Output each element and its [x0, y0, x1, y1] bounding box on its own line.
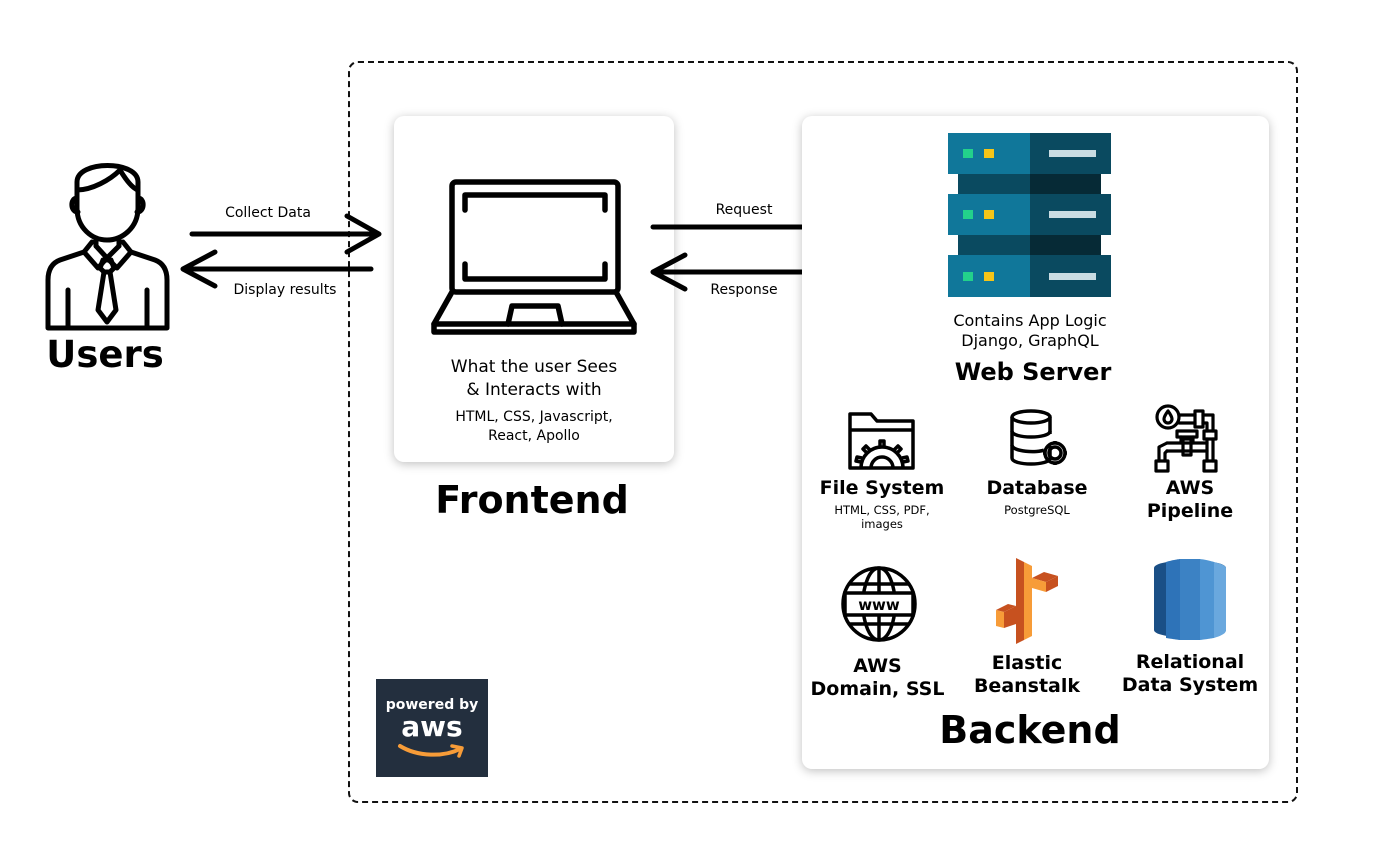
relational-db-title-line1: Relational — [1135, 651, 1245, 673]
frontend-description-line2: & Interacts with — [466, 380, 602, 400]
display-results-arrow — [180, 249, 374, 289]
aws-smile-icon — [398, 744, 464, 758]
rds-icon — [1154, 559, 1226, 640]
users-node — [40, 150, 175, 335]
frontend-tech-line1: HTML, CSS, Javascript, — [455, 409, 613, 425]
request-label: Request — [715, 202, 773, 218]
svg-text:www: www — [858, 596, 900, 614]
elastic-beanstalk-title-line1: Elastic — [991, 652, 1063, 674]
frontend-tech: HTML, CSS, Javascript, React, Apollo — [394, 408, 674, 446]
laptop-icon — [431, 179, 637, 335]
web-server-line1: Contains App Logic — [953, 311, 1107, 330]
file-system-sub-line2: images — [861, 517, 903, 531]
businessman-icon — [45, 163, 170, 331]
file-system-sub: HTML, CSS, PDF, images — [807, 503, 957, 531]
relational-db-title-line2: Data System — [1121, 674, 1259, 696]
frontend-card — [394, 116, 674, 462]
folder-gear-icon — [848, 412, 915, 470]
server-rack-icon — [948, 133, 1111, 297]
web-server-description: Contains App Logic Django, GraphQL — [900, 311, 1160, 351]
web-server-line2: Django, GraphQL — [961, 331, 1099, 350]
collect-data-arrow — [189, 213, 382, 255]
aws-badge-line2: aws — [401, 710, 463, 743]
frontend-description-line1: What the user Sees — [450, 357, 618, 377]
users-title: Users — [46, 333, 164, 376]
display-results-label: Display results — [233, 282, 337, 298]
system-boundary — [348, 61, 1298, 803]
www-globe-icon: www — [841, 566, 917, 642]
aws-pipeline-title-line2: Pipeline — [1146, 500, 1234, 522]
elastic-beanstalk-title-line2: Beanstalk — [973, 675, 1081, 697]
database-sub: PostgreSQL — [1004, 503, 1070, 517]
aws-badge: powered by aws — [376, 679, 488, 777]
database-gear-icon — [1010, 409, 1067, 466]
file-system-title: File System — [819, 477, 945, 499]
frontend-description: What the user Sees & Interacts with — [394, 356, 674, 402]
elastic-beanstalk-icon — [996, 558, 1058, 644]
frontend-tech-line2: React, Apollo — [488, 428, 580, 444]
file-system-sub-line1: HTML, CSS, PDF, — [834, 503, 930, 517]
collect-data-label: Collect Data — [225, 205, 311, 221]
elastic-beanstalk-title: Elastic Beanstalk — [952, 652, 1102, 698]
aws-domain-title-line1: AWS — [853, 655, 902, 677]
response-label: Response — [710, 282, 778, 298]
frontend-title: Frontend — [435, 478, 629, 522]
web-server-title: Web Server — [954, 358, 1112, 386]
backend-title: Backend — [939, 708, 1121, 752]
relational-db-title: Relational Data System — [1110, 651, 1270, 697]
aws-pipeline-title: AWS Pipeline — [1115, 477, 1265, 523]
aws-domain-title: AWS Domain, SSL — [800, 655, 955, 701]
aws-pipeline-title-line1: AWS — [1165, 477, 1215, 499]
database-title: Database — [986, 477, 1088, 499]
aws-badge-line1: powered by — [385, 697, 479, 713]
pipeline-icon — [1154, 404, 1218, 473]
aws-domain-title-line2: Domain, SSL — [810, 678, 945, 700]
